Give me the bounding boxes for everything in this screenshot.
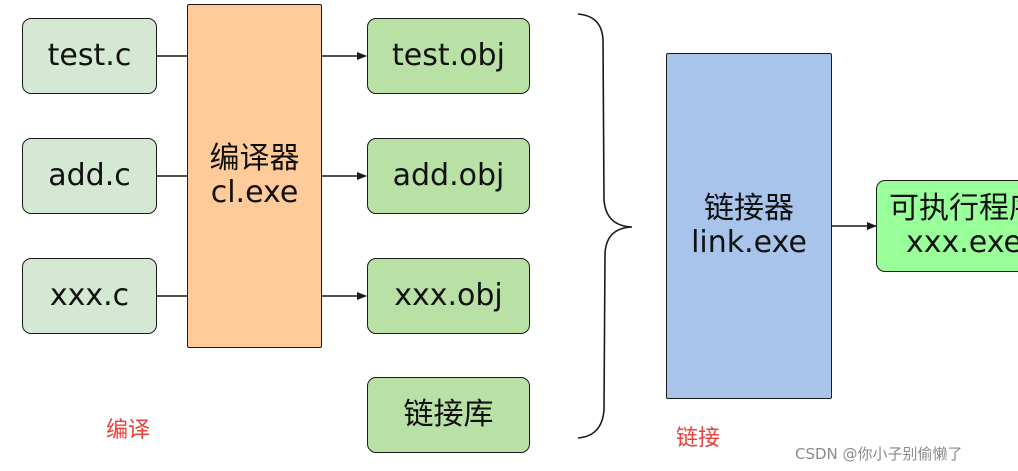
compiler-name: cl.exe — [210, 175, 299, 210]
source-file-label: xxx.c — [49, 277, 130, 313]
linker-title: 链接器 — [704, 190, 794, 226]
executable-title: 可执行程序 — [889, 190, 1018, 226]
executable-name: xxx.exe — [905, 225, 1018, 260]
compiler-title: 编译器 — [209, 140, 300, 176]
watermark: CSDN @你小子别偷懒了 — [795, 445, 963, 463]
compiler-block: 编译器 cl.exe — [187, 4, 322, 348]
stage-label-compile: 编译 — [106, 418, 151, 443]
source-file-label: test.c — [47, 37, 132, 73]
object-file-label: test.obj — [392, 37, 505, 73]
source-file-xxx-c: xxx.c — [22, 258, 157, 334]
stage-label-link: 链接 — [676, 426, 721, 451]
object-file-label: add.obj — [392, 157, 505, 193]
source-file-add-c: add.c — [22, 138, 157, 214]
linker-name: link.exe — [691, 225, 807, 260]
object-file-add-obj: add.obj — [367, 138, 530, 214]
source-file-test-c: test.c — [22, 18, 157, 94]
object-file-label: xxx.obj — [394, 277, 503, 313]
link-library-label: 链接库 — [403, 396, 494, 432]
object-file-test-obj: test.obj — [367, 18, 530, 94]
linker-block: 链接器 link.exe — [666, 53, 832, 399]
executable-box: 可执行程序 xxx.exe — [876, 180, 1018, 272]
curly-brace — [577, 13, 633, 439]
object-file-xxx-obj: xxx.obj — [367, 258, 530, 334]
link-library-box: 链接库 — [367, 377, 530, 453]
source-file-label: add.c — [48, 157, 131, 193]
